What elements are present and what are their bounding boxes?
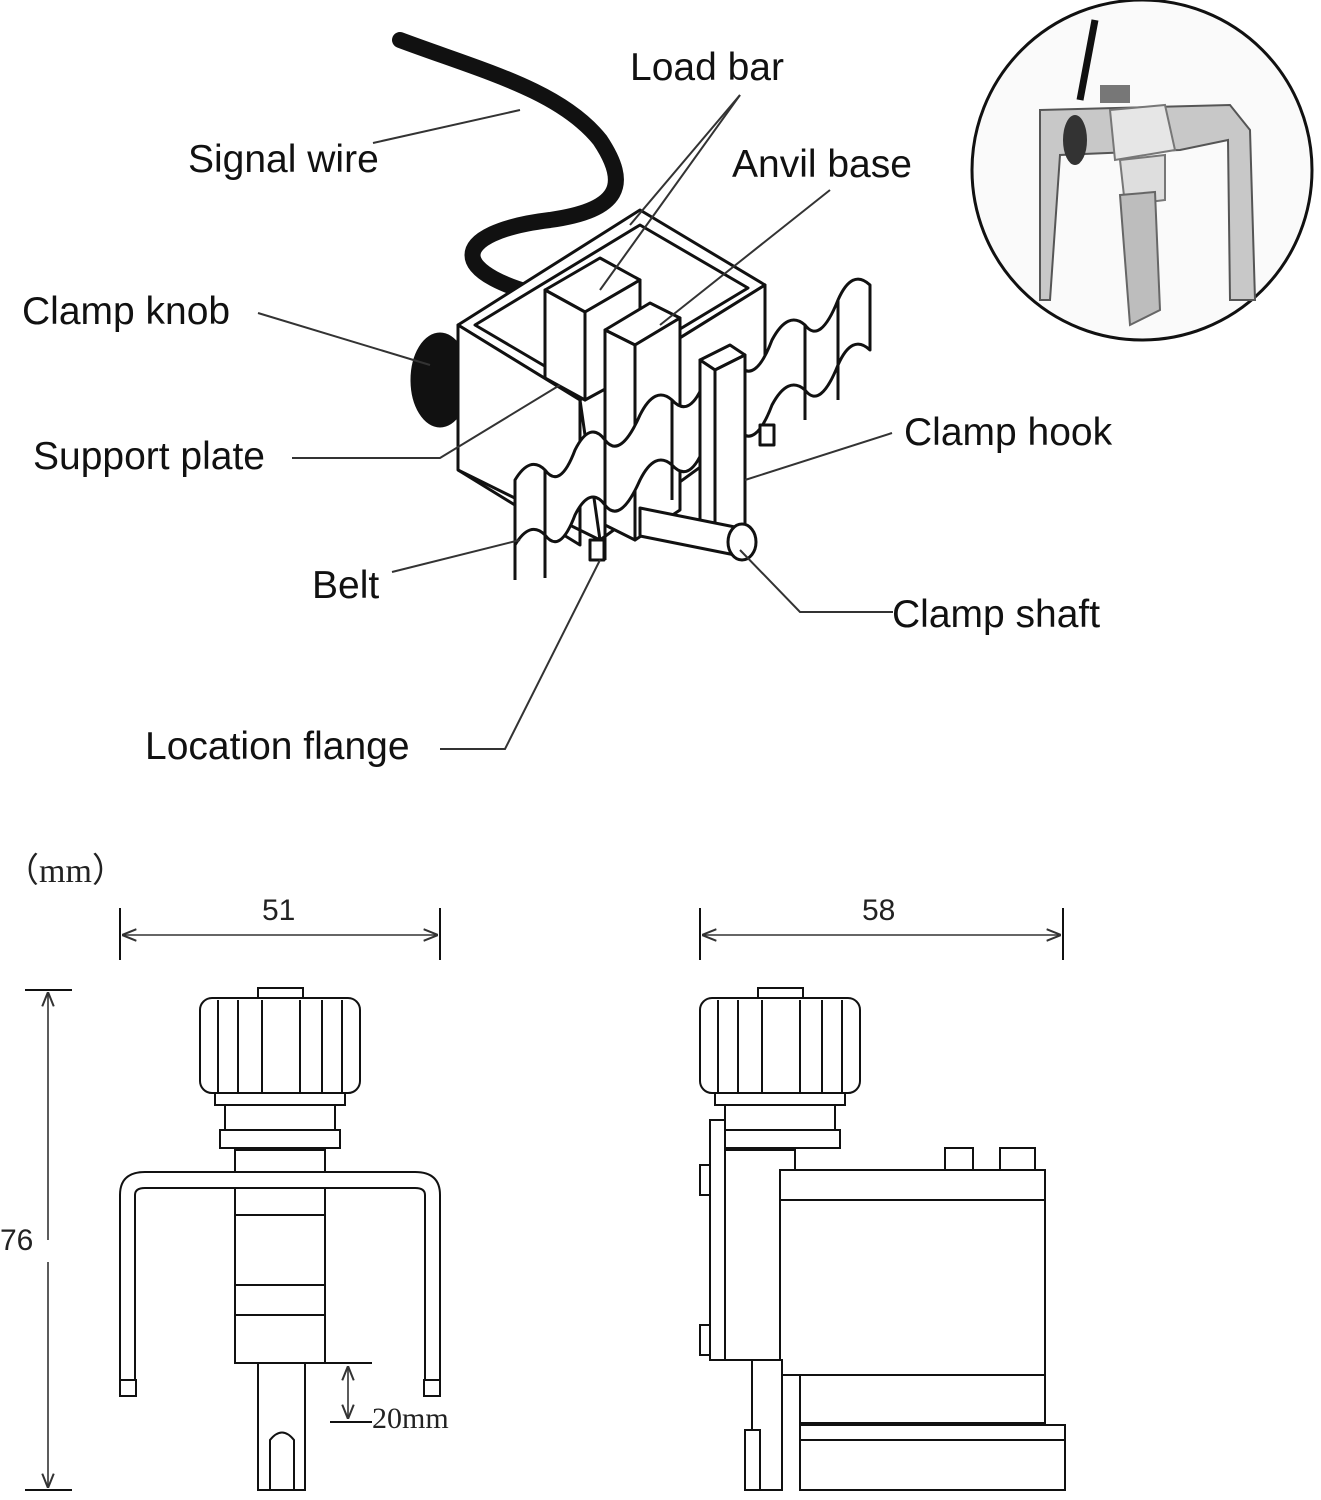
dimension-side-width: 58 bbox=[862, 894, 896, 927]
dimension-front-width: 51 bbox=[262, 894, 296, 927]
side-view bbox=[699, 908, 1066, 1491]
clamp-hook bbox=[698, 343, 747, 542]
label-anvil-base: Anvil base bbox=[732, 143, 912, 186]
leader-lines bbox=[257, 94, 893, 750]
label-clamp-hook: Clamp hook bbox=[904, 411, 1113, 454]
isometric-sketch bbox=[392, 32, 872, 580]
label-load-bar: Load bar bbox=[630, 46, 784, 89]
unit-label: （mm） bbox=[5, 853, 126, 890]
photo-inset bbox=[970, 0, 1314, 342]
dimension-shaft-length: 20mm bbox=[372, 1402, 449, 1435]
clamp-shaft bbox=[638, 506, 758, 562]
load-bar bbox=[543, 256, 642, 402]
label-belt: Belt bbox=[312, 564, 380, 607]
front-view bbox=[25, 908, 441, 1491]
label-support-plate: Support plate bbox=[33, 435, 266, 478]
dimension-height: 76 bbox=[0, 1224, 34, 1257]
label-clamp-knob: Clamp knob bbox=[22, 290, 231, 333]
label-clamp-shaft: Clamp shaft bbox=[892, 593, 1101, 636]
label-location-flange: Location flange bbox=[145, 725, 410, 768]
label-signal-wire: Signal wire bbox=[188, 138, 379, 181]
signal-wire bbox=[392, 32, 624, 308]
